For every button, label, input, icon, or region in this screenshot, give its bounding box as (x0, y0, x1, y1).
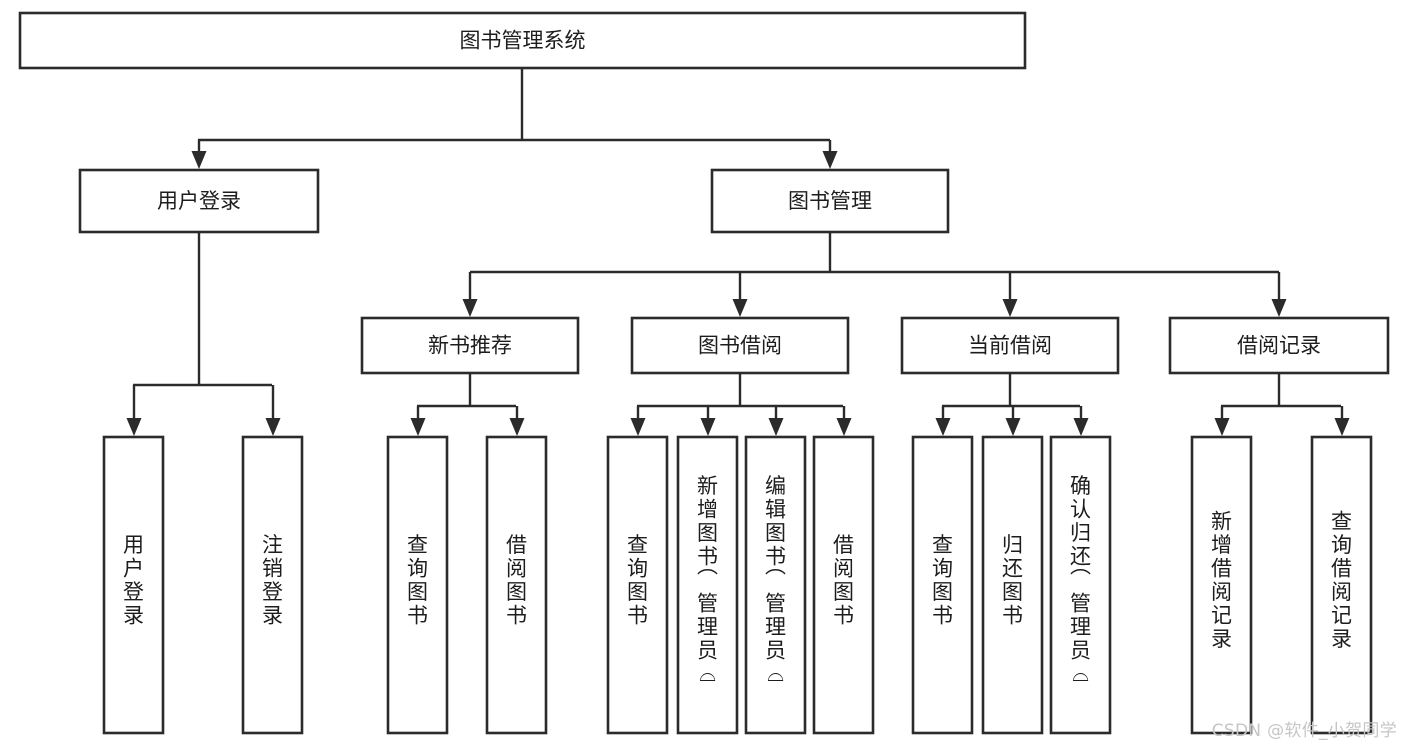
node-current-borrow[interactable]: 当前借阅 (900, 316, 1120, 375)
connector-bus-level2 (198, 68, 830, 142)
node-leaf-edit-book-admin[interactable]: 编辑图书⌒管理员⌓ (744, 435, 807, 735)
edge-current-borrow-to-leaf-query-book-cur (935, 406, 951, 436)
node-label-leaf-add-book-admin: 新增图书⌒管理员⌓ (697, 474, 718, 686)
node-new-book-rec[interactable]: 新书推荐 (360, 316, 580, 375)
edge-user-login-to-leaf-user-logout (265, 385, 281, 436)
edge-book-borrow-to-leaf-query-book-borrow (630, 406, 646, 436)
edge-borrow-record-to-leaf-query-borrow-record (1334, 406, 1350, 436)
edge-book-borrow-to-leaf-edit-book-admin (768, 406, 784, 436)
node-root[interactable]: 图书管理系统 (18, 11, 1027, 70)
edge-current-borrow-to-leaf-confirm-return-admin (1073, 406, 1089, 436)
connector-bus-new-book-rec (417, 373, 516, 408)
node-label-leaf-borrow-book: 借阅图书 (833, 533, 854, 628)
node-label-leaf-query-book-cur: 查询图书 (932, 533, 953, 628)
node-label-current-borrow: 当前借阅 (968, 334, 1052, 358)
node-label-leaf-query-book-rec: 查询图书 (407, 533, 428, 628)
node-label-leaf-user-login: 用户登录 (123, 533, 144, 628)
watermark-label: CSDN @软件_小贺同学 (1211, 721, 1397, 741)
node-leaf-query-book-rec[interactable]: 查询图书 (386, 435, 449, 735)
node-label-leaf-edit-book-admin: 编辑图书⌒管理员⌓ (765, 474, 786, 686)
connector-bus-user-login (133, 232, 272, 387)
edge-root-to-book-manage (822, 140, 838, 169)
node-layer: 图书管理系统用户登录图书管理新书推荐图书借阅当前借阅借阅记录用户登录注销登录查询… (18, 11, 1390, 735)
node-leaf-return-book[interactable]: 归还图书 (981, 435, 1044, 735)
connector-bus-book-borrow (637, 373, 843, 408)
node-label-new-book-rec: 新书推荐 (428, 334, 512, 358)
node-leaf-query-book-cur[interactable]: 查询图书 (911, 435, 974, 735)
connector-bus-borrow-record (1221, 373, 1341, 408)
node-leaf-add-book-admin[interactable]: 新增图书⌒管理员⌓ (676, 435, 739, 735)
node-label-leaf-query-borrow-record: 查询借阅记录 (1331, 509, 1352, 651)
node-label-leaf-borrow-book-rec: 借阅图书 (506, 533, 527, 628)
node-label-root: 图书管理系统 (460, 29, 586, 53)
node-label-leaf-return-book: 归还图书 (1002, 533, 1023, 628)
edge-borrow-record-to-leaf-add-borrow-record (1214, 406, 1230, 436)
node-label-leaf-add-borrow-record: 新增借阅记录 (1211, 509, 1232, 651)
edge-book-manage-to-book-borrow (732, 272, 748, 317)
node-leaf-query-book-borrow[interactable]: 查询图书 (606, 435, 669, 735)
connector-layer (126, 68, 1350, 436)
node-label-leaf-query-book-borrow: 查询图书 (627, 533, 648, 628)
edge-new-book-rec-to-leaf-query-book-rec (410, 406, 426, 436)
node-label-book-manage: 图书管理 (788, 189, 872, 213)
node-book-borrow[interactable]: 图书借阅 (630, 316, 850, 375)
edge-root-to-user-login (191, 140, 207, 169)
edge-user-login-to-leaf-user-login (126, 385, 142, 436)
edge-book-manage-to-new-book-rec (462, 272, 478, 317)
connector-bus-level3 (470, 232, 1279, 274)
edge-book-borrow-to-leaf-add-book-admin (700, 406, 716, 436)
edge-book-manage-to-current-borrow (1002, 272, 1018, 317)
node-label-book-borrow: 图书借阅 (698, 334, 782, 358)
edge-new-book-rec-to-leaf-borrow-book-rec (509, 406, 525, 436)
node-leaf-user-logout[interactable]: 注销登录 (241, 435, 304, 735)
node-leaf-borrow-book-rec[interactable]: 借阅图书 (485, 435, 548, 735)
node-leaf-add-borrow-record[interactable]: 新增借阅记录 (1190, 435, 1253, 735)
node-label-user-login: 用户登录 (157, 189, 241, 213)
node-leaf-borrow-book[interactable]: 借阅图书 (812, 435, 875, 735)
node-label-borrow-record: 借阅记录 (1237, 334, 1321, 358)
node-label-leaf-user-logout: 注销登录 (262, 533, 283, 628)
node-book-manage[interactable]: 图书管理 (710, 168, 950, 234)
node-leaf-query-borrow-record[interactable]: 查询借阅记录 (1310, 435, 1373, 735)
node-leaf-user-login[interactable]: 用户登录 (102, 435, 165, 735)
node-user-login[interactable]: 用户登录 (78, 168, 320, 234)
node-label-leaf-confirm-return-admin: 确认归还⌒管理员⌓ (1070, 474, 1091, 686)
connector-bus-current-borrow (942, 373, 1080, 408)
node-leaf-confirm-return-admin[interactable]: 确认归还⌒管理员⌓ (1049, 435, 1112, 735)
edge-book-manage-to-borrow-record (1271, 272, 1287, 317)
edge-current-borrow-to-leaf-return-book (1005, 406, 1021, 436)
edge-book-borrow-to-leaf-borrow-book (836, 406, 852, 436)
node-borrow-record[interactable]: 借阅记录 (1168, 316, 1390, 375)
